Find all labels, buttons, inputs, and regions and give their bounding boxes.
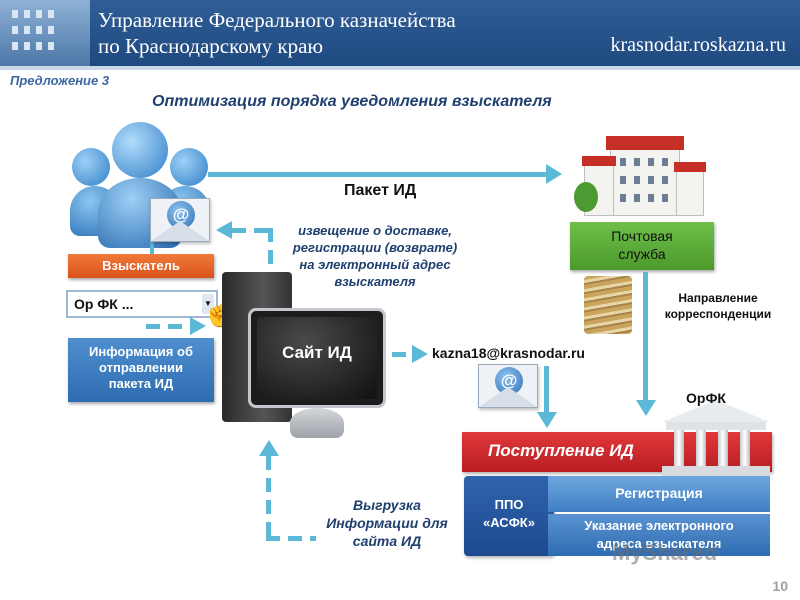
monitor-stand xyxy=(290,408,344,438)
notice-vertical-dash xyxy=(268,228,273,270)
site-id-label: Сайт ИД xyxy=(257,317,377,399)
header-title-line2: по Краснодарскому краю xyxy=(98,34,324,58)
page-number: 10 xyxy=(772,578,788,594)
registration-box: Регистрация xyxy=(548,476,770,512)
header-title-line1: Управление Федерального казначейства xyxy=(98,8,456,32)
export-vertical-dash xyxy=(266,456,271,540)
info-sent-box: Информация об отправлении пакета ИД xyxy=(68,338,214,402)
computer-monitor-icon: Сайт ИД xyxy=(248,308,386,408)
building-icon xyxy=(574,136,706,216)
postal-service-box: Почтовая служба xyxy=(570,222,714,270)
building-photo-icon xyxy=(0,0,90,66)
header-site-link[interactable]: krasnodar.roskazna.ru xyxy=(610,34,787,56)
packet-arrow-line xyxy=(208,172,548,177)
select-to-computer-arrow-head xyxy=(190,317,206,335)
select-to-computer-dash xyxy=(146,324,192,329)
temple-icon xyxy=(662,400,770,478)
export-text: Выгрузка Информации для сайта ИД xyxy=(326,497,448,549)
papers-icon xyxy=(584,276,632,334)
email-envelope-icon-2: @ xyxy=(478,364,538,408)
watermark: MyShared xyxy=(612,540,718,565)
packet-arrow-head xyxy=(546,164,562,184)
export-horizontal-dash xyxy=(266,536,316,541)
computer-to-email-dash xyxy=(392,352,412,357)
notice-text: извещение о доставке, регистрации (возвр… xyxy=(292,223,458,289)
direction-text: Направление корреспонденции xyxy=(664,291,772,321)
export-arrow-head xyxy=(259,440,279,456)
people-connector xyxy=(150,236,154,254)
slide-title: Оптимизация порядка уведомления взыскате… xyxy=(152,93,552,110)
proposal-label: Предложение 3 xyxy=(10,73,110,88)
orfk-select[interactable]: Ор ФК ... ▼ xyxy=(66,290,218,318)
postal-to-orfk-arrow-head xyxy=(636,400,656,416)
email-address[interactable]: kazna18@krasnodar.ru xyxy=(432,345,585,361)
header-divider xyxy=(0,66,800,70)
postal-to-orfk-line xyxy=(643,272,648,402)
orfk-label: ОрФК xyxy=(686,390,726,406)
orfk-select-value: Ор ФК ... xyxy=(74,296,134,312)
notice-arrow-line xyxy=(232,228,272,233)
ppo-asfk-box: ППО «АСФК» xyxy=(464,476,554,556)
computer-to-email-arrow-head xyxy=(412,345,428,363)
notice-arrow-head xyxy=(216,221,232,239)
header-banner: Управление Федерального казначейства по … xyxy=(0,0,800,66)
email-to-receipt-arrow-head xyxy=(537,412,557,428)
claimant-label: Взыскатель xyxy=(68,254,214,278)
address-box: Указание электронного адреса взыскателя xyxy=(548,514,770,556)
email-envelope-icon: @ xyxy=(150,198,210,242)
email-to-receipt-line xyxy=(544,366,549,414)
packet-label: Пакет ИД xyxy=(344,182,417,199)
chevron-down-icon[interactable]: ▼ xyxy=(202,294,214,314)
